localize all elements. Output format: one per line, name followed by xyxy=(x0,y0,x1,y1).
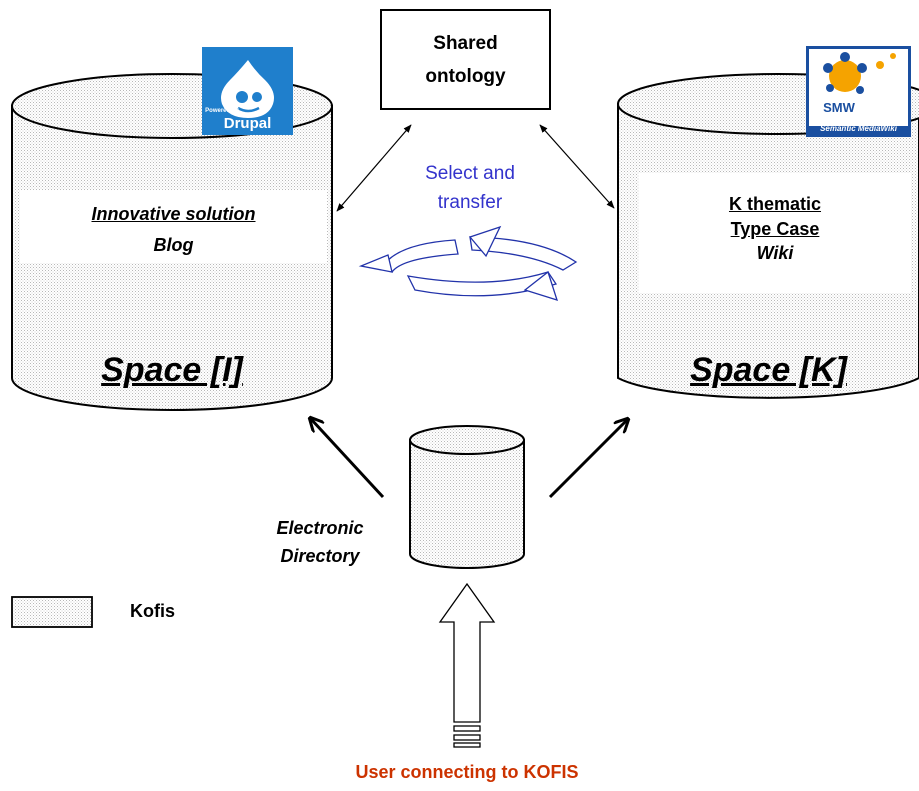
drupal-logo-tag: Powered by xyxy=(205,108,239,114)
right-space-thematic-label: K thematic xyxy=(728,194,822,214)
user-up-arrow xyxy=(438,582,496,748)
ontology-label-line2: ontology xyxy=(425,66,506,87)
right-space-wiki-label: Wiki xyxy=(756,243,794,263)
left-space-title: Space [I] xyxy=(101,351,243,389)
left-space-blog-label: Blog xyxy=(153,235,194,255)
directory-label-line1: Electronic xyxy=(276,518,364,538)
smw-logo-caption: Semantic MediaWiki xyxy=(820,124,897,133)
legend-label: Kofis xyxy=(130,601,175,621)
transfer-cycle-icon xyxy=(358,225,578,301)
shared-ontology-box xyxy=(380,9,551,110)
transfer-label-line2: transfer xyxy=(437,192,503,213)
right-space-typecase-label: Type Case xyxy=(730,219,820,239)
user-connecting-label: User connecting to KOFIS xyxy=(355,762,579,782)
drupal-logo xyxy=(202,47,293,135)
legend-swatch xyxy=(11,596,93,628)
directory-to-right-space-arrow xyxy=(548,420,627,499)
directory-to-left-space-arrow xyxy=(311,419,385,499)
smw-logo-text: SMW xyxy=(823,100,855,115)
ontology-label-line1: Shared xyxy=(433,33,498,54)
ontology-right-arrow xyxy=(539,124,615,209)
right-space-title: Space [K] xyxy=(690,351,847,389)
electronic-directory-cylinder xyxy=(409,425,525,569)
drupal-logo-text: Drupal xyxy=(223,115,272,132)
transfer-label-line1: Select and xyxy=(425,163,515,184)
left-space-solution-label: Innovative solution xyxy=(91,204,256,224)
directory-label-line2: Directory xyxy=(280,546,360,566)
smw-logo xyxy=(806,46,911,137)
ontology-left-arrow xyxy=(336,124,412,212)
